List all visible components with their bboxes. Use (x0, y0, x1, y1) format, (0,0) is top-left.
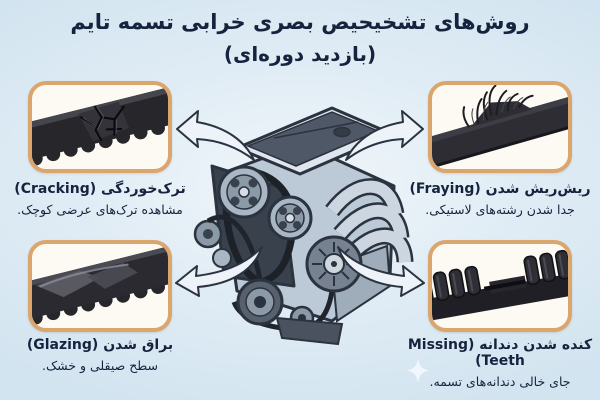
caption-glazing-desc: سطح صیقلی و خشک. (41, 358, 159, 373)
panel-cracking (28, 81, 172, 173)
panel-fraying (428, 81, 572, 173)
caption-cracking-title: ترک‌خوردگی (Cracking) (14, 181, 186, 197)
caption-cracking-desc: مشاهده ترک‌های عرضی کوچک. (17, 202, 183, 217)
page-title-line1: روش‌های تشخیحیص بصری خرابی تسمه تایم (70, 10, 530, 34)
panel-glazing (28, 240, 172, 332)
caption-missing-teeth: کنده شدن دندانه (Missing Teeth) جای خالی… (400, 337, 600, 389)
page-title-line2: (بازدید دوره‌ای) (223, 41, 377, 66)
engine-illustration (193, 106, 414, 346)
glazed-belt-image (32, 244, 168, 325)
cracked-belt-image (32, 85, 168, 166)
cam-sprocket-right (267, 195, 313, 241)
caption-fraying-desc: جدا شدن رشته‌های لاستیکی. (425, 202, 575, 217)
frayed-belt-image (432, 85, 568, 169)
caption-fraying: ریش‌ریش شدن (Fraying) جدا شدن رشته‌های ل… (400, 181, 600, 217)
caption-glazing-title: براق شدن (Glazing) (26, 337, 174, 353)
cam-sprocket-left (217, 165, 271, 219)
caption-glazing: براق شدن (Glazing) سطح صیقلی و خشک. (0, 337, 200, 373)
missing-teeth-belt-image (432, 249, 568, 323)
panel-missing-teeth (428, 240, 572, 332)
caption-fraying-title: ریش‌ریش شدن (Fraying) (409, 181, 591, 197)
alternator (305, 235, 363, 293)
caption-missing-teeth-title: کنده شدن دندانه (Missing Teeth) (407, 337, 593, 369)
caption-cracking: ترک‌خوردگی (Cracking) مشاهده ترک‌های عرض… (0, 181, 200, 217)
caption-missing-teeth-desc: جای خالی دندانه‌های تسمه. (429, 374, 571, 389)
page-title: روش‌های تشخیحیص بصری خرابی تسمه تایم (با… (0, 7, 600, 69)
